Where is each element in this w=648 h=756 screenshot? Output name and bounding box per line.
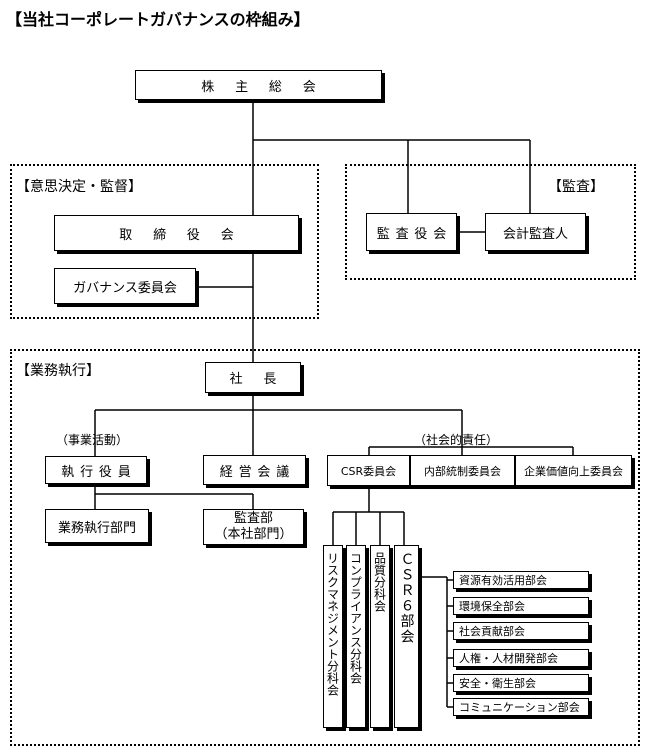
audit-department-line1: 監査部 — [233, 511, 273, 526]
executive-officers-box: 執行役員 — [45, 456, 147, 484]
accounting-auditor-box: 会計監査人 — [485, 213, 586, 251]
csr6-subcommittee-box: ＣＳＲ６部会 — [394, 545, 419, 728]
governance-committee-box: ガバナンス委員会 — [54, 268, 196, 304]
audit-department-box: 監査部 （本社部門） — [203, 509, 304, 545]
audit-section-label: 【監査】 — [548, 179, 604, 195]
compliance-subcommittee-box: コンプライアンス分科会 — [346, 545, 366, 728]
csr6-group-item: 安全・衛生部会 — [453, 674, 589, 692]
execution-section-label: 【業務執行】 — [16, 363, 100, 379]
csr6-group-item: 環境保全部会 — [453, 597, 589, 615]
risk-management-subcommittee-box: リスクマネジメント分科会 — [323, 545, 343, 728]
quality-subcommittee-box: 品質分科会 — [370, 545, 390, 728]
csr6-group-item: コミュニケーション部会 — [453, 698, 589, 716]
compliance-subcommittee-label: コンプライアンス分科会 — [348, 552, 363, 684]
risk-management-subcommittee-label: リスクマネジメント分科会 — [325, 552, 340, 696]
execution-section — [10, 349, 640, 746]
management-meeting-box: 経営会議 — [203, 455, 306, 485]
board-of-directors-box: 取締役会 — [54, 215, 299, 251]
business-divisions-box: 業務執行部門 — [45, 509, 149, 543]
audit-department-line2: （本社部門） — [214, 527, 293, 542]
csr6-group-item: 人権・人材開発部会 — [453, 649, 589, 667]
csr6-group-item: 社会貢献部会 — [453, 622, 589, 640]
csr6-group-item: 資源有効活用部会 — [453, 571, 589, 589]
csr6-subcommittee-label: ＣＳＲ６部会 — [398, 552, 415, 645]
quality-subcommittee-label: 品質分科会 — [372, 552, 387, 612]
page-title: 【当社コーポレートガバナンスの枠組み】 — [6, 10, 310, 29]
corporate-value-committee-box: 企業価値向上委員会 — [515, 455, 632, 486]
social-responsibility-label: （社会的責任） — [414, 433, 499, 447]
decision-section — [10, 164, 319, 319]
president-box: 社長 — [205, 362, 301, 393]
internal-control-committee-box: 内部統制委員会 — [410, 455, 515, 486]
board-of-auditors-box: 監査役会 — [366, 213, 457, 251]
shareholders-meeting-box: 株主総会 — [135, 70, 382, 100]
audit-section — [345, 164, 636, 280]
decision-section-label: 【意思決定・監督】 — [16, 179, 142, 195]
csr-committee-box: CSR委員会 — [327, 455, 410, 486]
business-activities-label: （事業活動） — [56, 433, 129, 447]
